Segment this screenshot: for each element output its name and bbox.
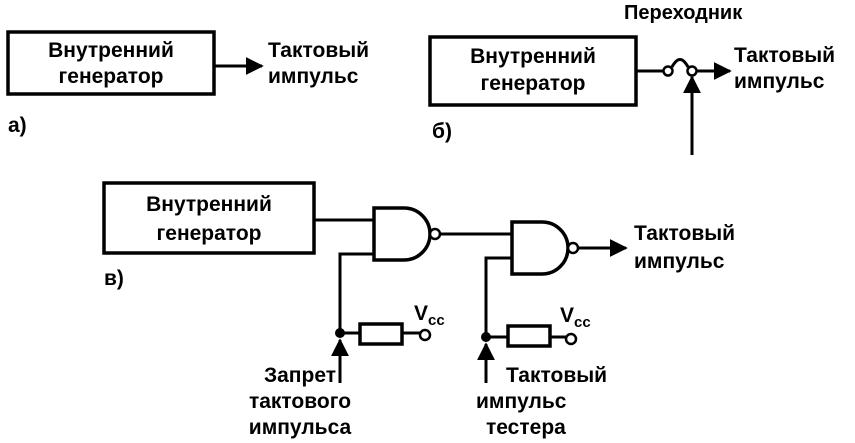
output-label-a-line1: Тактовый [268,39,369,62]
vcc-label-1: Vcc [414,302,445,329]
output-label-c-line2: импульс [634,250,725,273]
tester-label-line1: Тактовый [506,364,607,387]
part-a: Внутренний генератор Тактовый импульс а) [6,30,369,137]
tester-label-line2: импульс [476,390,567,413]
part-b: Переходник Внутренний генератор Тактовый… [428,2,835,155]
inhibit-label-line3: импульса [249,416,352,439]
nand-gate-1 [372,206,432,262]
tag-a: а) [8,114,27,137]
inhibit-label-line1: Запрет [264,364,336,387]
tester-label-line3: тестера [486,416,566,439]
adapter-label: Переходник [624,2,743,24]
generator-label-c-line1: Внутренний [146,193,272,216]
output-label-b-line2: импульс [734,70,825,93]
output-label-a-line2: импульс [268,65,359,88]
inhibit-label-line2: тактового [249,390,351,413]
wire-nand1-input2 [338,252,374,333]
part-c: Внутренний генератор в) Vcc Тактовый имп… [102,181,735,439]
nand-gate-2-bubble [566,241,580,255]
tag-c: в) [104,267,124,290]
generator-box-c [102,181,316,255]
output-label-c-line1: Тактовый [634,222,735,245]
adapter-contact-left [662,65,674,77]
generator-label-a-line1: Внутренний [48,39,174,62]
vcc-terminal-2 [564,332,578,346]
resistor-2 [506,324,552,348]
adapter-bridge [670,58,690,68]
generator-label-b-line1: Внутренний [470,45,596,68]
nand-gate-2 [510,220,570,276]
generator-label-a-line2: генератор [59,65,164,88]
adapter-contact-right [686,65,698,77]
output-label-b-line1: Тактовый [734,44,835,67]
wire-nand2-input2 [484,256,512,337]
resistor-1 [358,322,404,346]
generator-label-c-line2: генератор [157,222,262,245]
vcc-terminal-1 [418,328,432,342]
tag-b: б) [432,120,452,143]
generator-label-b-line2: генератор [481,72,586,95]
nand-gate-1-bubble [428,227,442,241]
vcc-label-2: Vcc [560,304,591,331]
generator-box-b [428,35,638,107]
generator-box-a [6,30,216,96]
